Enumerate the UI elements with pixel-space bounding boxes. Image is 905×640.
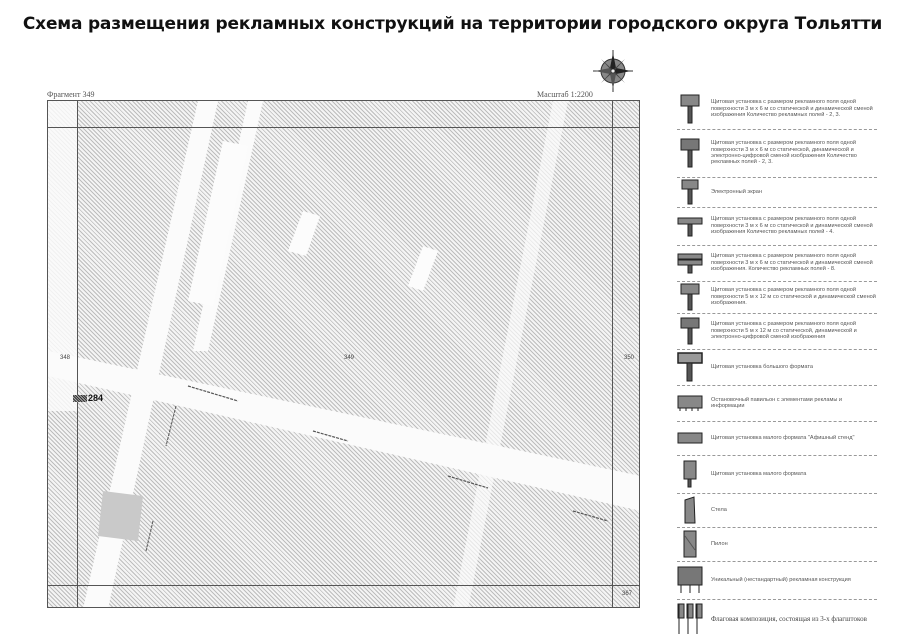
billboard-5x12-icon <box>677 283 703 311</box>
legend-item: Щитовая установка с размером рекламного … <box>677 246 877 282</box>
legend-item: Стела <box>677 494 877 528</box>
legend-item: Щитовая установка с размером рекламного … <box>677 282 877 314</box>
billboard-4-fields-icon <box>677 215 703 237</box>
grid-line <box>77 101 78 607</box>
fragment-center-label: 349 <box>344 355 355 361</box>
grid-line <box>48 127 639 128</box>
legend-item: Щитовая установка малого формата <box>677 456 877 494</box>
legend-item: Электронный экран <box>677 178 877 208</box>
legend-item: Щитовая установка с размером рекламного … <box>677 314 877 350</box>
billboard-3x6-icon <box>677 94 703 124</box>
bus-stop-pavilion-icon <box>677 394 703 412</box>
large-format-billboard-icon <box>677 352 703 382</box>
grid-line <box>48 585 639 586</box>
billboard-3x6-electronic-icon <box>677 138 703 168</box>
legend-item: Щитовая установка с размером рекламного … <box>677 90 877 130</box>
grid-line <box>612 101 613 607</box>
adjacent-fragment-label-right: 350 <box>624 355 635 361</box>
unique-structure-icon <box>677 566 703 594</box>
legend-item: Щитовая установка с размером рекламного … <box>677 130 877 178</box>
fragment-label: Фрагмент 349 <box>47 90 95 99</box>
compass-rose-icon <box>593 50 633 92</box>
legend: Щитовая установка с размером рекламного … <box>677 90 877 638</box>
billboard-8-fields-icon <box>677 252 703 274</box>
scale-label: Масштаб 1:2200 <box>537 90 593 99</box>
legend-item: Уникальный (нестандартный) рекламная кон… <box>677 562 877 600</box>
legend-item: Щитовая установка с размером рекламного … <box>677 208 877 246</box>
legend-item: Пилон <box>677 528 877 562</box>
adjacent-fragment-label-left: 348 <box>60 355 71 361</box>
small-format-billboard-icon <box>677 460 703 488</box>
legend-item: Флаговая композиция, состоящая из 3-х фл… <box>677 600 877 638</box>
billboard-marker-icon <box>73 395 87 403</box>
map-streets <box>48 101 639 607</box>
stela-icon <box>677 496 703 524</box>
adjacent-fragment-label-bottom: 367 <box>622 591 633 597</box>
marker-number: 284 <box>88 393 104 403</box>
page-title: Схема размещения рекламных конструкций н… <box>22 14 883 34</box>
ad-structure-marker[interactable]: 284 <box>73 393 103 403</box>
legend-item: Остановочный павильон с элементами рекла… <box>677 386 877 422</box>
poster-stand-icon <box>677 431 703 445</box>
legend-item: Щитовая установка большого формата <box>677 350 877 386</box>
electronic-screen-icon <box>677 179 703 205</box>
map-fragment[interactable]: 348 349 350 367 284 <box>47 100 640 608</box>
flag-composition-icon <box>677 603 703 635</box>
billboard-5x12-electronic-icon <box>677 317 703 345</box>
legend-item: Щитовая установка малого формата "Афишны… <box>677 422 877 456</box>
pylon-icon <box>677 530 703 558</box>
